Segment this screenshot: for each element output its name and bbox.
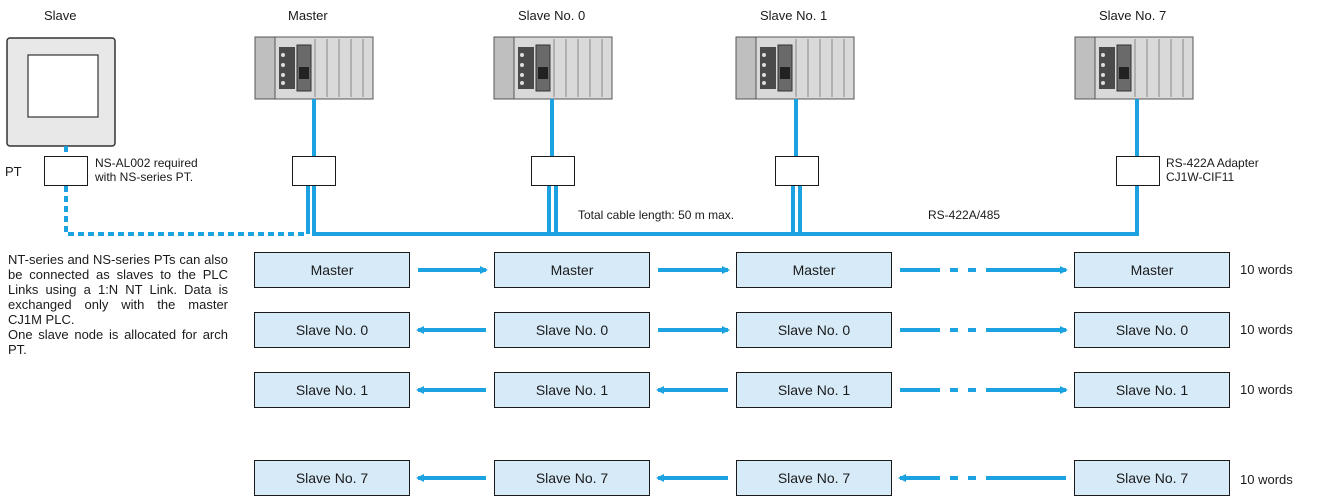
words-label: 10 words xyxy=(1240,322,1293,337)
table-cell: Slave No. 1 xyxy=(736,372,892,408)
plc-slave-0 xyxy=(493,36,613,100)
pt-nt-link xyxy=(64,146,310,236)
rs485-cable xyxy=(306,99,1139,236)
label-slave-7: Slave No. 7 xyxy=(1099,8,1167,23)
label-slave-1: Slave No. 1 xyxy=(760,8,828,23)
description-line-1: NT-series and NS-series PTs can also be … xyxy=(8,252,228,327)
words-label: 10 words xyxy=(1240,262,1293,277)
label-slave-pt: Slave xyxy=(44,8,77,23)
cable-length-label: Total cable length: 50 m max. xyxy=(578,208,735,222)
table-cell: Slave No. 0 xyxy=(736,312,892,348)
description-line-2: One slave node is allocated for arch PT. xyxy=(8,327,228,357)
table-cell: Slave No. 0 xyxy=(1074,312,1230,348)
plc-slave-1 xyxy=(735,36,855,100)
adapter-master xyxy=(292,156,336,186)
table-cell: Slave No. 7 xyxy=(1074,460,1230,496)
plc-slave-7 xyxy=(1074,36,1194,100)
rs422-adapter-note: RS-422A Adapter CJ1W-CIF11 xyxy=(1166,156,1259,184)
table-cell: Slave No. 7 xyxy=(494,460,650,496)
table-cell: Slave No. 7 xyxy=(254,460,410,496)
adapter-slave-0 xyxy=(531,156,575,186)
data-flow-arrows xyxy=(416,266,1068,482)
table-cell: Slave No. 1 xyxy=(494,372,650,408)
ns-al002-adapter xyxy=(44,156,88,186)
table-cell: Master xyxy=(1074,252,1230,288)
table-cell: Slave No. 1 xyxy=(1074,372,1230,408)
pt-device xyxy=(6,37,116,147)
table-cell: Master xyxy=(736,252,892,288)
label-slave-0: Slave No. 0 xyxy=(518,8,586,23)
words-label: 10 words xyxy=(1240,472,1293,487)
label-master: Master xyxy=(288,8,328,23)
pt-label: PT xyxy=(5,164,22,179)
table-cell: Slave No. 7 xyxy=(736,460,892,496)
adapter-slave-1 xyxy=(775,156,819,186)
words-label: 10 words xyxy=(1240,382,1293,397)
plc-master xyxy=(254,36,374,100)
bus-type-label: RS-422A/485 xyxy=(928,208,1001,222)
ns-adapter-note: NS-AL002 required with NS-series PT. xyxy=(95,156,198,184)
table-cell: Slave No. 0 xyxy=(254,312,410,348)
table-cell: Master xyxy=(494,252,650,288)
table-cell: Master xyxy=(254,252,410,288)
table-cell: Slave No. 1 xyxy=(254,372,410,408)
table-cell: Slave No. 0 xyxy=(494,312,650,348)
description-text: NT-series and NS-series PTs can also be … xyxy=(8,252,228,357)
adapter-slave-7 xyxy=(1116,156,1160,186)
